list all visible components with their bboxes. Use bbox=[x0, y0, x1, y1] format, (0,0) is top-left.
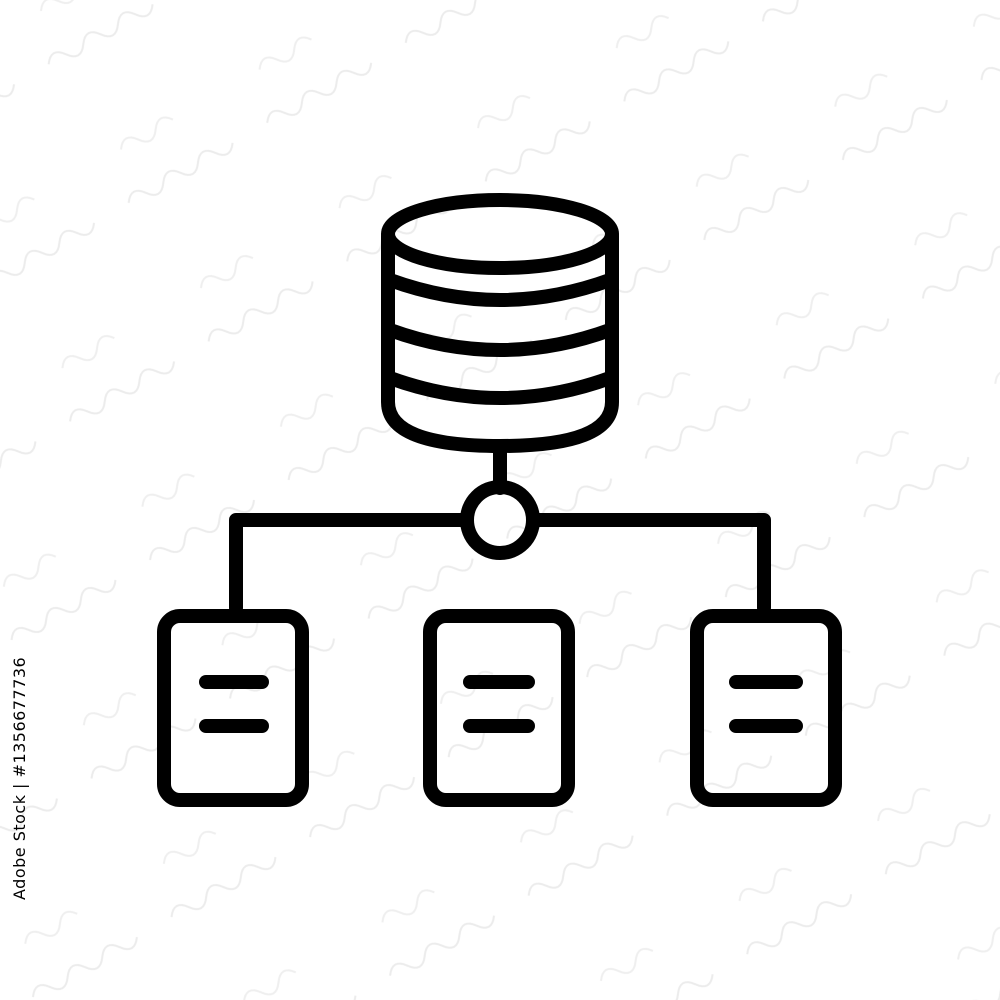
stock-id-label: Adobe Stock | #1356677736 bbox=[10, 656, 29, 900]
document-right-icon bbox=[690, 609, 842, 807]
database-cylinder-icon bbox=[381, 193, 619, 453]
document-left-icon bbox=[157, 609, 309, 807]
document-center-icon bbox=[423, 609, 575, 807]
connector-lines bbox=[229, 441, 771, 615]
